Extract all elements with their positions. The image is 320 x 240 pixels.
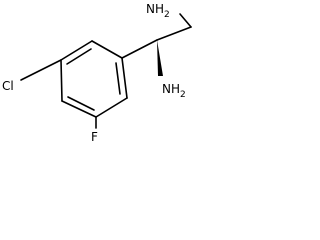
amine-top-subscript: 2: [164, 10, 170, 20]
wedge-bond-to-amine: [157, 40, 163, 76]
ring-bond-c1-c2: [121, 57, 128, 99]
ring-double-bond-c1-c2: [115, 62, 121, 95]
ring-bond-c4-c5: [60, 59, 63, 102]
chemical-structure: Cl F NH2 NH2: [2, 2, 192, 144]
bond-ring-to-chiral-carbon: [121, 39, 158, 59]
bond-chiral-to-ch2: [156, 26, 192, 41]
bond-ring-to-chlorine: [20, 59, 62, 81]
ring-bond-c5-c6: [60, 40, 93, 61]
benzene-ring: [60, 40, 128, 118]
chlorine-label: Cl: [2, 79, 14, 93]
amine-top-label: NH2: [146, 2, 170, 20]
ring-double-bond-c3-c4: [67, 96, 95, 111]
amine-bottom-label: NH2: [162, 82, 186, 100]
amine-bottom-subscript: 2: [180, 90, 186, 100]
fluorine-label: F: [91, 130, 98, 144]
ring-bond-c6-c1: [91, 40, 123, 59]
bond-ch2-to-amine-top: [179, 13, 192, 28]
ring-double-bond-c5-c6: [66, 48, 92, 65]
ring-bond-c2-c3: [95, 97, 128, 118]
ring-bond-c3-c4: [61, 100, 97, 118]
